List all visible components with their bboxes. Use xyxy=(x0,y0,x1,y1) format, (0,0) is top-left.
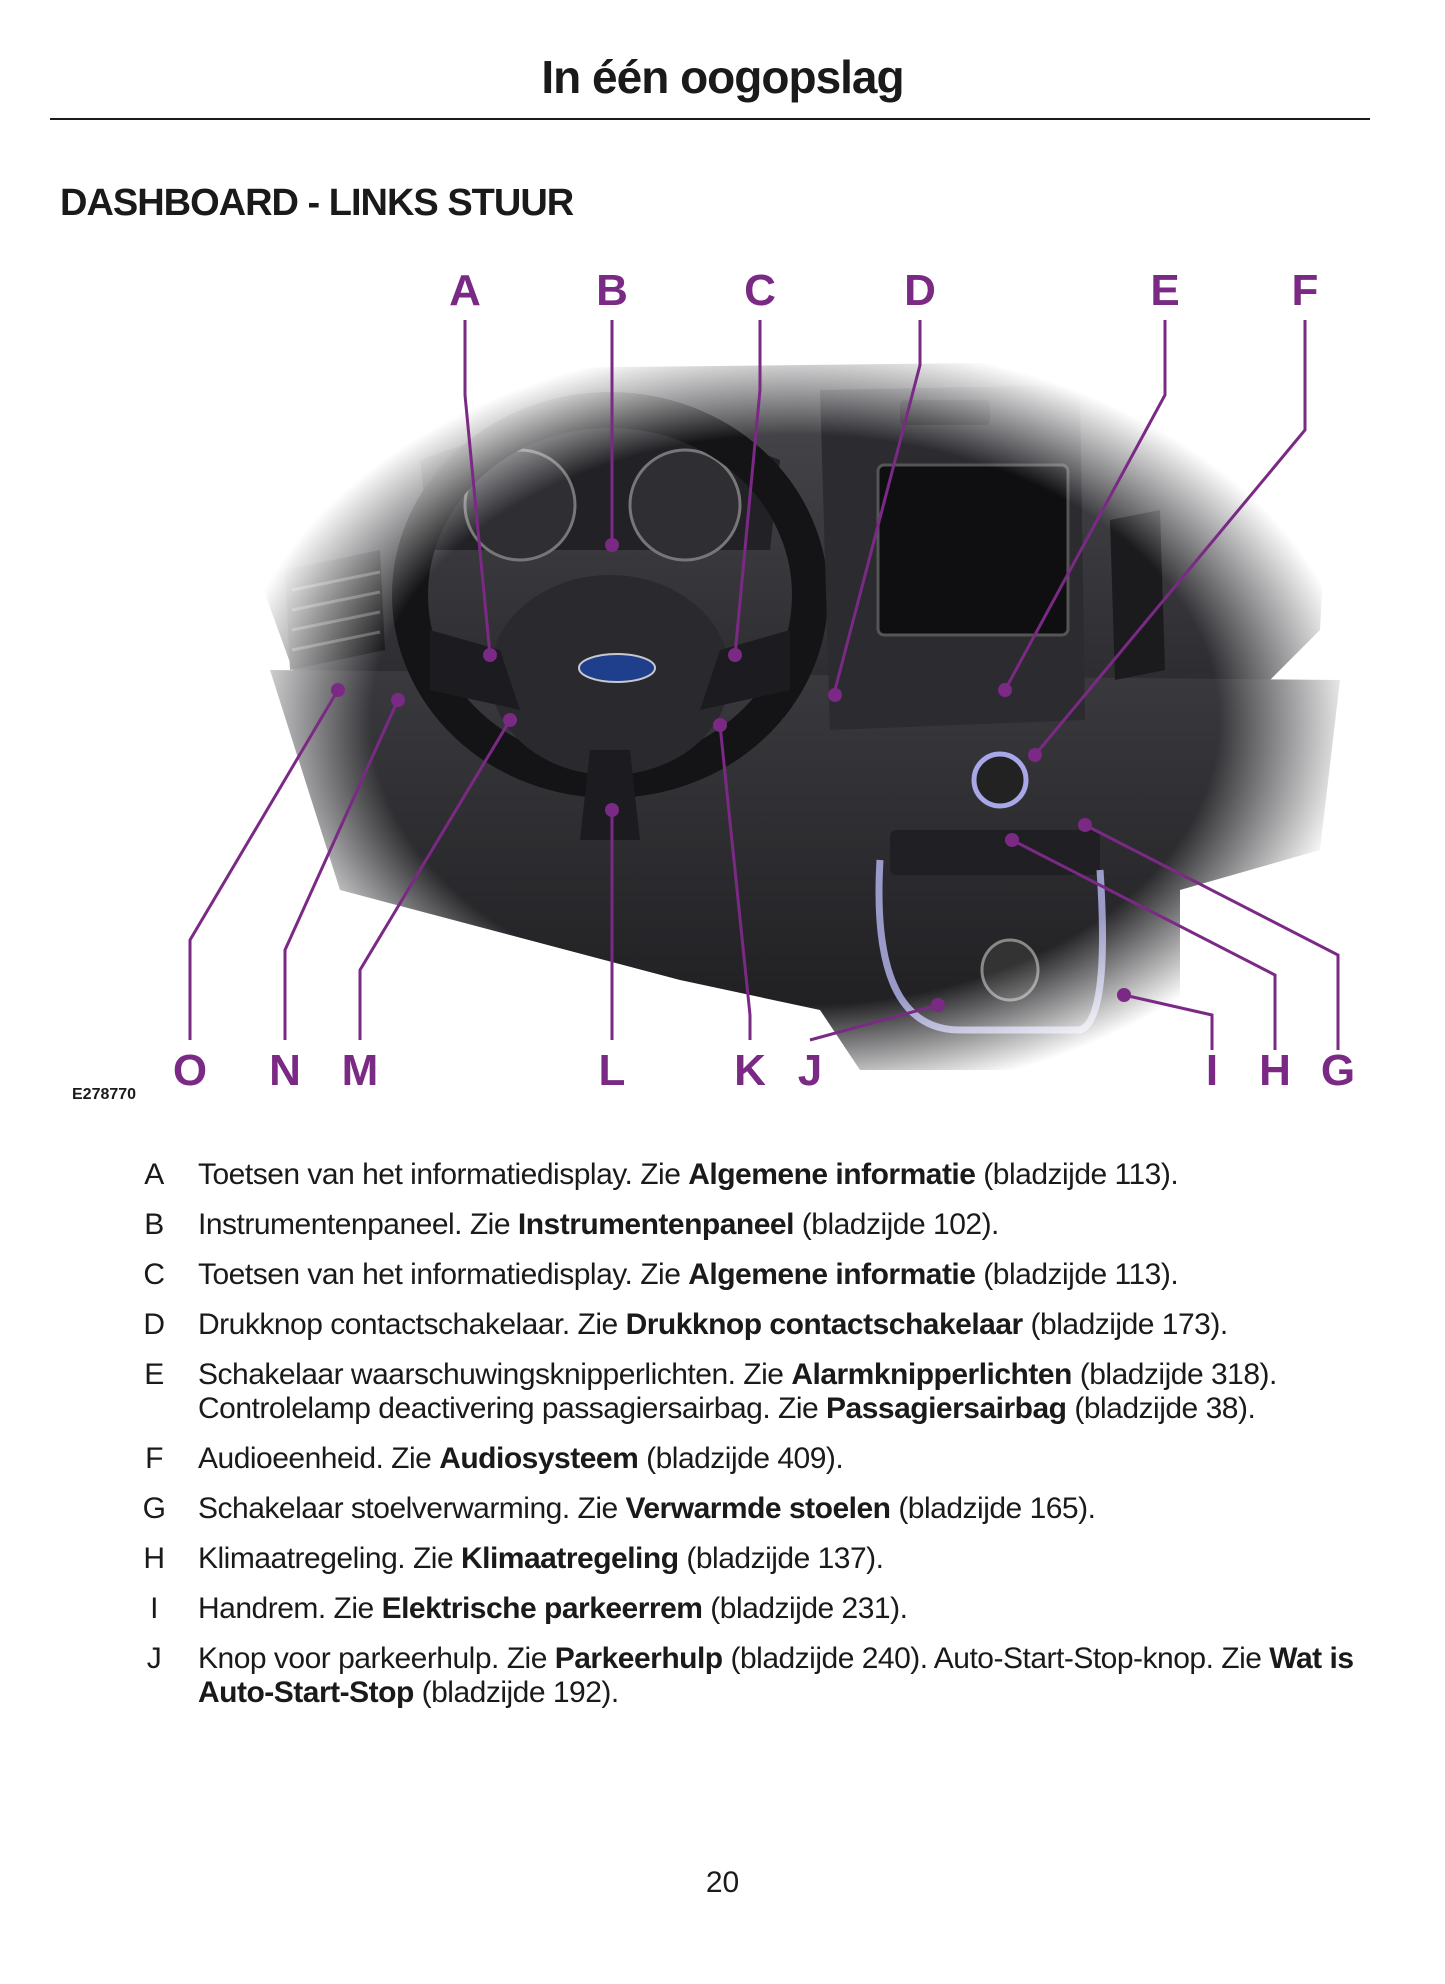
callout-label-e: E xyxy=(1150,266,1179,315)
callout-line-c xyxy=(733,320,762,656)
callout-line-f xyxy=(1033,320,1307,756)
callout-label-l: L xyxy=(599,1046,626,1095)
callout-line-e xyxy=(1003,320,1167,691)
cross-reference: Parkeerhulp xyxy=(554,1642,723,1675)
callout-line-j xyxy=(809,1003,939,1042)
callout-dot-m xyxy=(503,713,517,727)
page-number: 20 xyxy=(705,1866,740,1899)
legend-key: G xyxy=(142,1492,166,1525)
callout-line-n xyxy=(283,699,400,1040)
legend-key: H xyxy=(143,1542,165,1575)
cross-reference: Drukknop contactschakelaar xyxy=(625,1308,1024,1341)
cross-reference: Algemene informatie xyxy=(688,1258,976,1291)
header-divider xyxy=(50,118,1370,120)
callout-dot-d xyxy=(828,688,842,702)
callout-dot-b xyxy=(605,538,619,552)
callout-dot-g xyxy=(1078,818,1092,832)
dashboard-svg xyxy=(230,340,1360,1100)
callout-label-f: F xyxy=(1292,266,1319,315)
callout-dot-a xyxy=(483,648,497,662)
legend-key: D xyxy=(143,1308,165,1341)
cross-reference: Instrumentenpaneel xyxy=(517,1208,795,1241)
legend-key: E xyxy=(144,1358,164,1391)
callout-label-c: C xyxy=(744,266,776,315)
callout-dot-n xyxy=(391,693,405,707)
dashboard-illustration: A B C D E F O N M L K J I H G xyxy=(0,250,1445,1110)
callout-dot-f xyxy=(1028,748,1042,762)
cross-reference: Klimaatregeling xyxy=(460,1542,679,1575)
callout-label-o: O xyxy=(173,1046,207,1095)
callout-dot-h xyxy=(1005,833,1019,847)
cross-reference: Wat is Auto-Start-Stop xyxy=(198,1642,1354,1709)
legend-key: A xyxy=(144,1158,164,1191)
cross-reference: Passagiersairbag xyxy=(826,1392,1067,1425)
callout-label-j: J xyxy=(798,1046,822,1095)
callout-dot-o xyxy=(331,683,345,697)
callout-label-k: K xyxy=(734,1046,766,1095)
callout-dot-j xyxy=(931,998,945,1012)
cross-reference: Algemene informatie xyxy=(688,1158,976,1191)
callout-line-m xyxy=(358,719,512,1040)
figure-code: E278770 xyxy=(72,1086,137,1103)
callout-line-k xyxy=(718,724,752,1040)
callout-dot-c xyxy=(728,648,742,662)
callout-label-n: N xyxy=(269,1046,301,1095)
callout-line-h xyxy=(1011,838,1277,1050)
legend-key: F xyxy=(145,1442,163,1475)
callout-dot-i xyxy=(1117,988,1131,1002)
cross-reference: Alarmknipperlichten xyxy=(791,1358,1072,1391)
callout-line-o xyxy=(188,689,340,1040)
callout-label-d: D xyxy=(904,266,936,315)
legend-key: B xyxy=(144,1208,164,1241)
cross-reference: Audiosysteem xyxy=(439,1442,639,1475)
legend-key: I xyxy=(150,1592,158,1625)
callout-line-i xyxy=(1123,993,1214,1050)
callout-dot-e xyxy=(998,683,1012,697)
callout-label-i: I xyxy=(1206,1046,1218,1095)
callout-lines: A B C D E F O N M L K J I H G xyxy=(173,266,1355,1095)
callout-line-g xyxy=(1084,823,1340,1050)
callout-label-g: G xyxy=(1321,1046,1355,1095)
callout-label-m: M xyxy=(342,1046,379,1095)
callout-dot-l xyxy=(605,803,619,817)
section-title: DASHBOARD - LINKS STUUR xyxy=(60,182,574,224)
legend-key: J xyxy=(146,1642,162,1675)
cross-reference: Verwarmde stoelen xyxy=(625,1492,891,1525)
callout-dot-k xyxy=(713,718,727,732)
page-title: In één oogopslag xyxy=(541,51,904,103)
callout-label-h: H xyxy=(1259,1046,1291,1095)
callout-label-a: A xyxy=(449,266,481,315)
cross-reference: Elektrische parkeerrem xyxy=(381,1592,703,1625)
callout-label-b: B xyxy=(596,266,628,315)
legend-key: C xyxy=(143,1258,165,1291)
callout-line-a xyxy=(463,320,492,656)
callout-line-d xyxy=(833,320,922,691)
